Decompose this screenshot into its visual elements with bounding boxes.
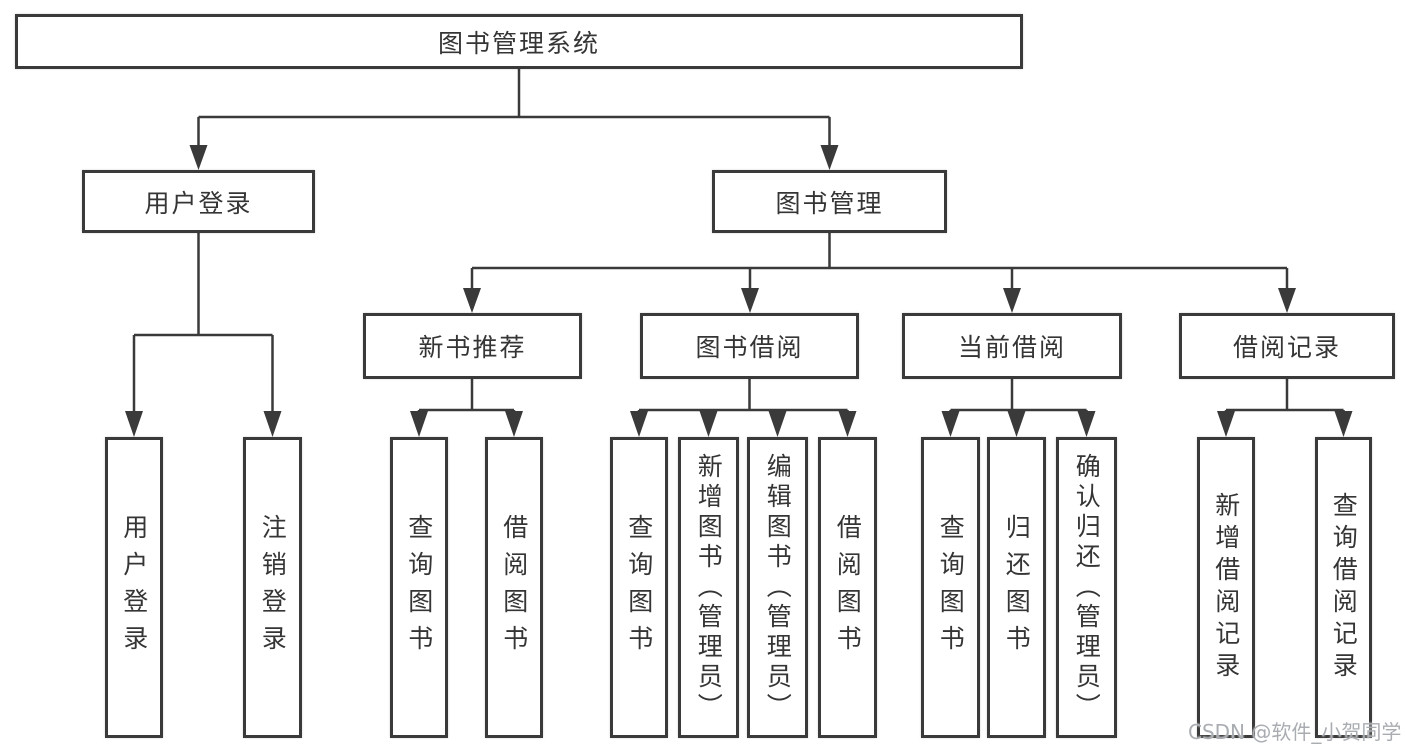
arrow-icon [1077, 411, 1096, 437]
arrow-icon [125, 411, 143, 437]
node-borrow-records: 借阅记录 [1179, 313, 1395, 379]
node-label: 图书管理 [775, 188, 884, 218]
csdn-watermark: CSDN @软件_小贺同学 [1188, 720, 1402, 744]
arrow-icon [768, 411, 787, 437]
node-label: 用户登录 [144, 188, 253, 218]
leaf-query-borrow-record: 查询借阅记录 [1315, 437, 1372, 738]
arrow-icon [263, 411, 282, 437]
leaf-add-borrow-record: 新增借阅记录 [1197, 437, 1255, 738]
arrow-icon [189, 145, 208, 170]
leaf-return-book: 归还图书 [987, 437, 1046, 738]
node-label: 借阅图书 [499, 513, 529, 662]
leaf-current-query-book: 查询图书 [921, 437, 980, 738]
node-label: 查询图书 [624, 513, 654, 662]
node-label: 注销登录 [258, 513, 288, 662]
node-book-management: 图书管理 [712, 170, 947, 233]
arrow-icon [410, 411, 428, 437]
arrow-icon [463, 288, 481, 313]
arrow-icon [630, 411, 648, 437]
leaf-confirm-return-admin: 确认归还（管理员） [1056, 437, 1117, 738]
node-label: 新书推荐 [418, 333, 527, 362]
connector-recommend-to-leaves [417, 379, 516, 413]
node-label: 当前借阅 [957, 333, 1066, 362]
arrow-icon [1003, 288, 1021, 313]
arrow-icon [505, 411, 523, 437]
leaf-user-login: 用户登录 [105, 437, 163, 738]
arrow-icon [741, 288, 759, 313]
connector-current-to-leaves [949, 379, 1088, 413]
arrow-icon [820, 145, 839, 170]
node-new-book-recommend: 新书推荐 [363, 313, 582, 379]
node-label: 确认归还（管理员） [1072, 452, 1102, 723]
node-label: 用户登录 [119, 513, 149, 662]
arrow-icon [1007, 411, 1026, 437]
node-label: 新增图书（管理员） [694, 452, 724, 723]
leaf-borrow-book: 借阅图书 [818, 437, 877, 738]
node-label: 新增借阅记录 [1211, 491, 1241, 684]
arrow-icon [699, 411, 718, 437]
leaf-add-book-admin: 新增图书（管理员） [678, 437, 739, 738]
leaf-recommend-borrow-book: 借阅图书 [485, 437, 543, 738]
connector-borrow-to-leaves [637, 379, 849, 413]
connector-root-to-level2 [197, 69, 831, 146]
node-label: 查询图书 [404, 513, 434, 662]
node-label: 编辑图书（管理员） [763, 452, 793, 723]
leaf-logout: 注销登录 [243, 437, 302, 738]
node-root: 图书管理系统 [15, 14, 1023, 69]
node-label: 归还图书 [1002, 513, 1032, 662]
connector-userlogin-to-leaves [132, 233, 274, 413]
arrowheads [125, 145, 1353, 437]
node-label: 图书借阅 [695, 333, 804, 362]
node-label: 借阅图书 [833, 513, 863, 662]
arrow-icon [838, 411, 857, 437]
leaf-borrow-query-book: 查询图书 [610, 437, 668, 738]
arrow-icon [941, 411, 960, 437]
node-label: 查询图书 [936, 513, 966, 662]
leaf-edit-book-admin: 编辑图书（管理员） [747, 437, 808, 738]
connector-records-to-leaves [1224, 379, 1345, 413]
connector-bookmgmt-to-level3 [470, 233, 1289, 289]
leaf-recommend-query-book: 查询图书 [390, 437, 448, 738]
arrow-icon [1217, 411, 1235, 437]
node-label: 查询借阅记录 [1329, 491, 1359, 684]
node-label: 图书管理系统 [437, 28, 600, 58]
node-book-borrow: 图书借阅 [640, 313, 859, 379]
node-current-borrow: 当前借阅 [902, 313, 1122, 379]
arrow-icon [1334, 411, 1353, 437]
node-label: 借阅记录 [1232, 333, 1341, 362]
node-user-login: 用户登录 [82, 170, 315, 233]
arrow-icon [1278, 288, 1296, 313]
